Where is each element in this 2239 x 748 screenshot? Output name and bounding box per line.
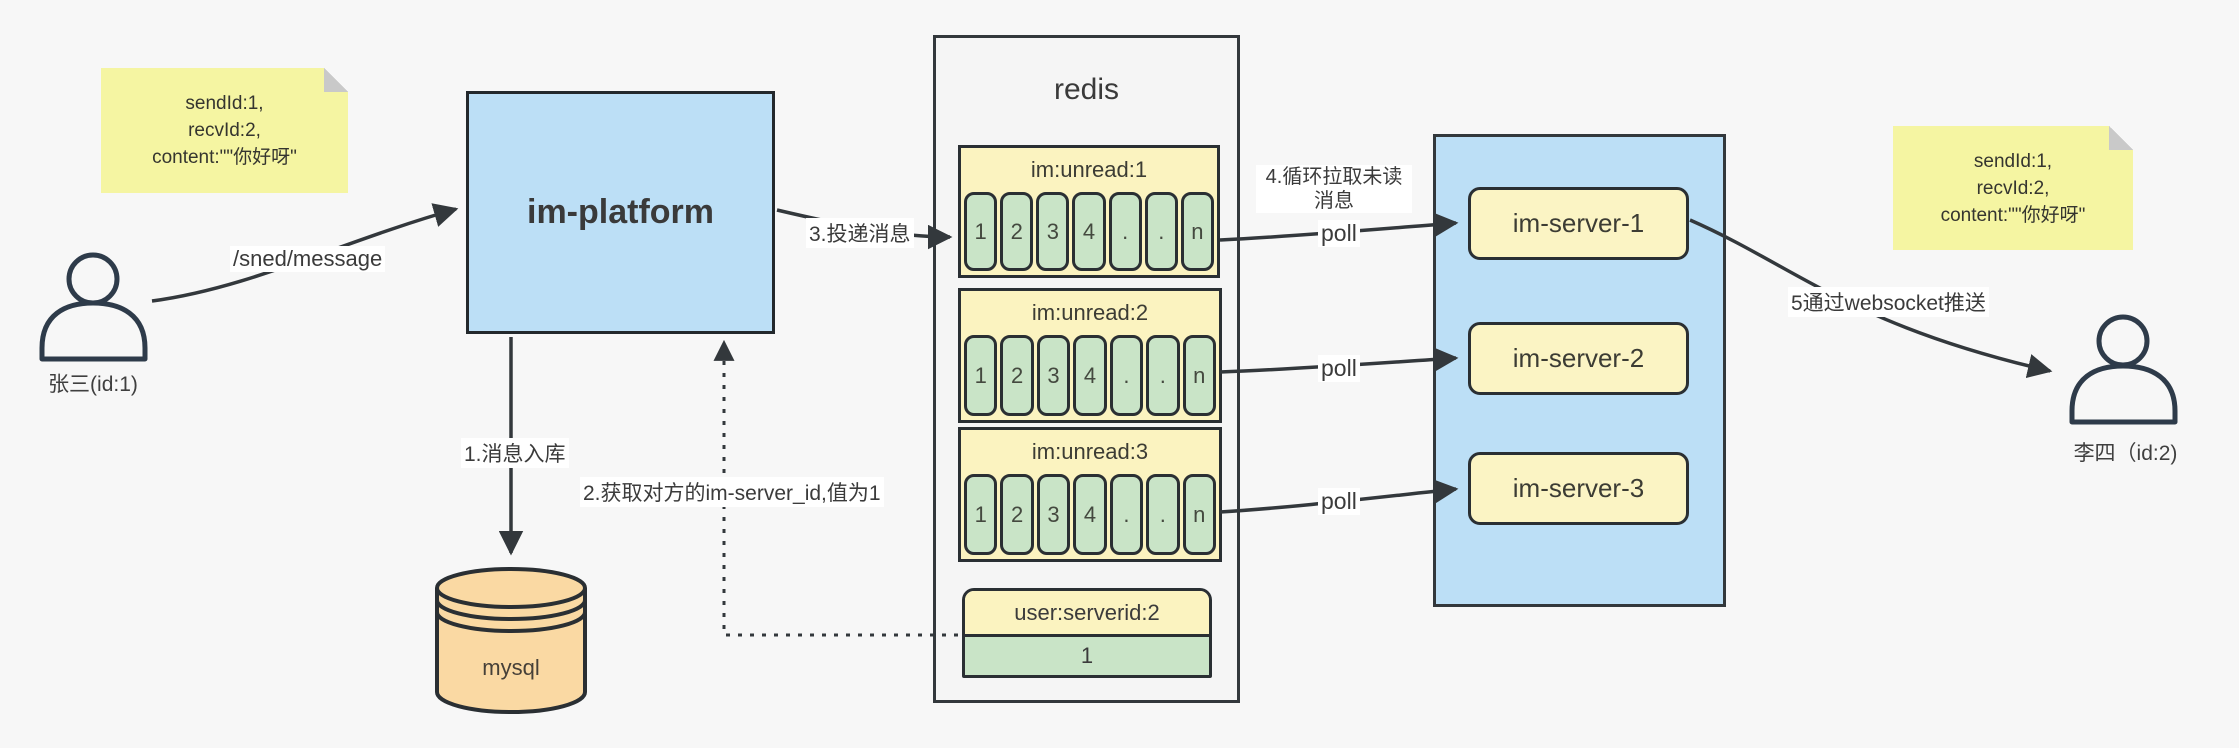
list-cells: 1 2 3 4 . . n [961, 192, 1217, 275]
list-cell: 1 [964, 335, 998, 416]
list-header: im:unread:3 [1031, 439, 1149, 464]
list-cells: 1 2 3 4 . . n [961, 335, 1219, 420]
list-cell: . [1109, 335, 1144, 416]
redis-list-unread-3: im:unread:3 1 2 3 4 . . n [958, 427, 1222, 562]
list-cell: 4 [1073, 335, 1107, 416]
receiver-person-icon [2069, 314, 2178, 425]
list-cells: 1 2 3 4 . . n [961, 474, 1219, 559]
kv-value: 1 [965, 634, 1209, 675]
list-cell: 4 [1072, 192, 1106, 271]
list-cell: n [1182, 474, 1216, 555]
note-text: sendId:1, recvId:2, content:""你好呀" [152, 93, 297, 168]
edge-label-poll-3: poll [1318, 488, 1360, 515]
list-header: im:unread:2 [1031, 300, 1149, 325]
sender-message-note: sendId:1, recvId:2, content:""你好呀" [101, 68, 348, 193]
note-text: sendId:1, recvId:2, content:""你好呀" [1940, 150, 2086, 226]
list-cell: n [1180, 192, 1214, 271]
list-cell: 4 [1073, 474, 1107, 555]
im-server-3-label: im-server-3 [1512, 473, 1645, 503]
list-cell: 1 [964, 192, 998, 271]
im-platform-label: im-platform [527, 193, 714, 231]
list-cell: . [1146, 335, 1180, 416]
list-cell: 3 [1036, 192, 1070, 271]
redis-list-unread-2: im:unread:2 1 2 3 4 . . n [958, 288, 1222, 423]
edge-label-get-server-id: 2.获取对方的im-server_id,值为1 [580, 477, 884, 507]
edge-label-poll-2: poll [1318, 355, 1360, 382]
redis-title: redis [1053, 73, 1120, 106]
list-cell: n [1182, 335, 1216, 416]
edge-label-pull: 4.循环拉取未读消息 [1256, 165, 1412, 213]
im-server-1-label: im-server-1 [1512, 208, 1645, 238]
list-cell: . [1144, 192, 1178, 271]
list-cell: 2 [1000, 474, 1034, 555]
redis-kv-user-serverid: user:serverid:2 1 [962, 588, 1212, 678]
list-header: im:unread:1 [1030, 157, 1148, 182]
sender-person-icon [39, 252, 148, 362]
im-server-3-box: im-server-3 [1468, 452, 1689, 525]
redis-list-unread-1: im:unread:1 1 2 3 4 . . n [958, 145, 1220, 278]
edge-label-store: 1.消息入库 [461, 438, 569, 468]
list-cell: . [1146, 474, 1180, 555]
im-server-2-label: im-server-2 [1512, 343, 1645, 373]
receiver-message-note: sendId:1, recvId:2, content:""你好呀" [1893, 126, 2133, 250]
list-cell: 1 [964, 474, 998, 555]
im-server-2-box: im-server-2 [1468, 322, 1689, 395]
im-platform-box: im-platform [466, 91, 775, 334]
receiver-label: 李四（id:2) [2073, 442, 2178, 465]
kv-header: user:serverid:2 [965, 591, 1209, 634]
sender-label: 张三(id:1) [48, 373, 138, 396]
edge-label-poll-1: poll [1318, 220, 1360, 247]
list-cell: . [1108, 192, 1142, 271]
mysql-label: mysql [482, 655, 540, 680]
im-server-1-box: im-server-1 [1468, 187, 1689, 260]
edge-label-push: 5通过websocket推送 [1788, 287, 1989, 317]
list-cell: 2 [1000, 192, 1034, 271]
edge-label-send: /sned/message [230, 246, 386, 272]
list-cell: 3 [1036, 474, 1071, 555]
mysql-cylinder [435, 567, 587, 714]
edge-label-deliver: 3.投递消息 [806, 218, 914, 248]
list-cell: . [1109, 474, 1144, 555]
list-cell: 2 [1000, 335, 1034, 416]
list-cell: 3 [1036, 335, 1071, 416]
